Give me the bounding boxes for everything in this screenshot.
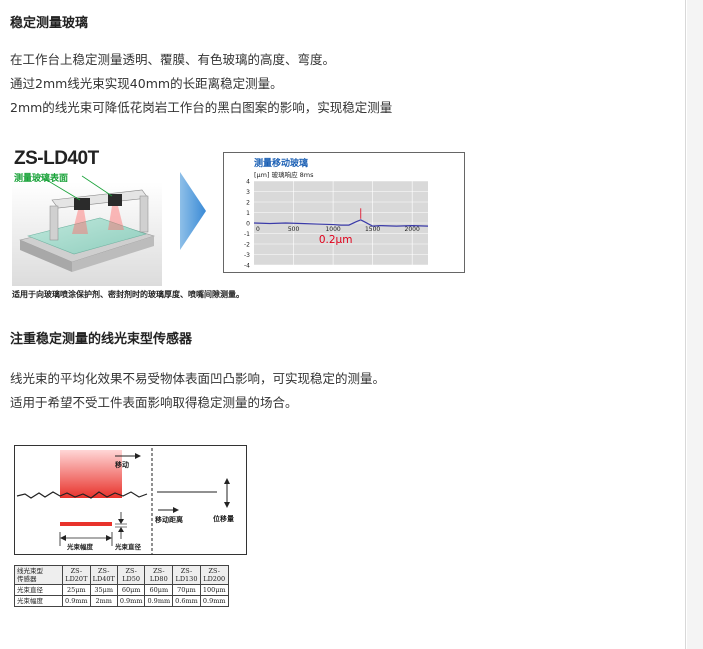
table-cell: 2mm — [89, 595, 118, 607]
table-cell: 25μm — [62, 584, 91, 596]
table-cell: 光束幅度 — [14, 595, 63, 607]
y-tick-label: -2 — [244, 242, 250, 249]
table-header-cell: 线光束型 传感器 — [14, 565, 63, 585]
table-cell: 0.9mm — [199, 595, 229, 607]
table-cell: 0.9mm — [62, 595, 91, 607]
chart-ylabel: [μm] 玻璃响应 8ms — [254, 171, 314, 179]
table-header-cell: ZS- LD20T — [62, 565, 91, 585]
table-header-cell: ZS- LD50 — [116, 565, 146, 585]
displacement-label: 位移量 — [213, 514, 234, 523]
table-header-row: 线光束型 传感器 ZS- LD20T ZS- LD40T ZS- LD50 ZS… — [14, 565, 229, 585]
table-row: 光束直径 25μm 35μm 60μm 60μm 70μm 100μm — [14, 584, 229, 596]
table-cell: 70μm — [172, 584, 201, 596]
scrollbar-track[interactable] — [687, 0, 703, 649]
section1-line-1: 在工作台上稳定测量透明、覆膜、有色玻璃的高度、弯度。 — [10, 52, 336, 67]
distance-label: 移动距离 — [155, 515, 183, 524]
y-tick-label: -4 — [244, 263, 250, 270]
section1-heading: 稳定测量玻璃 — [10, 16, 89, 31]
x-tick-label: 2000 — [405, 226, 420, 233]
x-tick-label: 1500 — [365, 226, 380, 233]
table-cell: 35μm — [89, 584, 118, 596]
y-tick-label: 2 — [246, 200, 250, 207]
series-line — [253, 219, 429, 227]
chart-plot: 4 3 2 1 0 -1 -2 -3 -4 500 1000 1500 2000 0 0.2μm — [244, 179, 429, 270]
section1-line-2: 通过2mm线光束实现40mm的长距离稳定测量。 — [10, 76, 283, 91]
table-cell: 光束直径 — [14, 584, 63, 596]
spec-table: 线光束型 传感器 ZS- LD20T ZS- LD40T ZS- LD50 ZS… — [14, 565, 229, 607]
x-tick-label: 0 — [256, 226, 260, 233]
section1-line-3: 2mm的线光束可降低花岗岩工作台的黑白图案的影响，实现稳定测量 — [10, 100, 393, 115]
product-illustration: ZS-LD40T 测量玻璃表面 — [12, 148, 162, 286]
beam-width-label: 光束幅度 — [66, 542, 94, 551]
table-header-cell: ZS- LD130 — [172, 565, 201, 585]
line-beam-diagram: 移动 位移量 移动距离 光束幅度 — [14, 445, 247, 555]
rough-surface — [16, 491, 148, 499]
product-subtitle: 测量玻璃表面 — [14, 174, 69, 184]
y-tick-label: 3 — [246, 189, 250, 196]
table-cell: 0.9mm — [116, 595, 146, 607]
section2-line-1: 线光束的平均化效果不易受物体表面凹凸影响，可实现稳定的测量。 — [10, 371, 386, 386]
table-header-cell: ZS- LD40T — [89, 565, 118, 585]
arrow-right-icon — [180, 172, 206, 250]
table-cell: 60μm — [144, 584, 174, 596]
table-header-cell: ZS- LD80 — [144, 565, 174, 585]
table-cell: 0.6mm — [172, 595, 201, 607]
content-panel: 稳定测量玻璃 在工作台上稳定测量透明、覆膜、有色玻璃的高度、弯度。 通过2mm线… — [10, 0, 686, 649]
product-model: ZS-LD40T — [14, 148, 99, 169]
annotation-label: 0.2μm — [319, 234, 353, 246]
table-cell: 60μm — [116, 584, 146, 596]
y-tick-label: -3 — [244, 252, 250, 259]
x-tick-label: 500 — [288, 226, 300, 233]
table-cell: 100μm — [199, 584, 229, 596]
x-tick-label: 1000 — [325, 226, 340, 233]
move-label: 移动 — [115, 460, 129, 469]
stage-sensor-image — [12, 175, 162, 286]
y-tick-label: 0 — [246, 221, 250, 228]
beam-shape — [60, 450, 122, 498]
chart-title: 测量移动玻璃 — [254, 159, 309, 169]
table-header-cell: ZS- LD200 — [199, 565, 229, 585]
table-cell: 0.9mm — [144, 595, 174, 607]
section2-heading: 注重稳定测量的线光束型传感器 — [10, 332, 193, 347]
y-tick-label: -1 — [244, 231, 250, 238]
y-tick-label: 4 — [246, 179, 250, 186]
beam-diameter-label: 光束直径 — [114, 542, 142, 551]
y-tick-label: 1 — [246, 210, 250, 217]
section2-line-2: 适用于希望不受工件表面影响取得稳定测量的场合。 — [10, 395, 298, 410]
table-row: 光束幅度 0.9mm 2mm 0.9mm 0.9mm 0.6mm 0.9mm — [14, 595, 229, 607]
section1-note: 适用于向玻璃喷涂保护剂、密封剂时的玻璃厚度、喷嘴间隙测量。 — [12, 290, 244, 299]
glass-measurement-chart: 测量移动玻璃 [μm] 玻璃响应 8ms 4 3 2 1 0 -1 -2 -3 -4 500 100… — [223, 152, 465, 273]
